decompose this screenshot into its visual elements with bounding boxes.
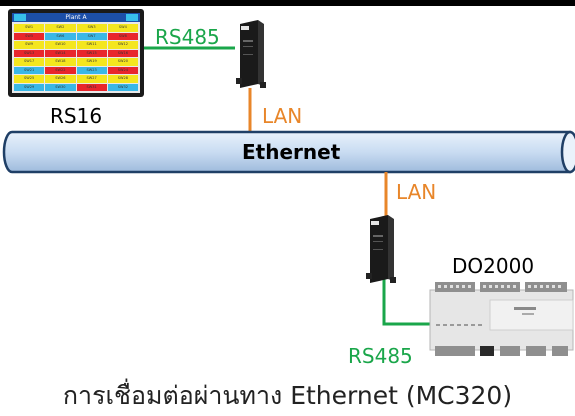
panel-switch-cell: SW22 (45, 66, 76, 74)
do2000-module (429, 282, 574, 356)
panel-switch-cell: SW20 (107, 58, 138, 66)
panel-switch-cell: SW2 (45, 24, 76, 32)
serial-converter-top (236, 20, 266, 88)
rs485-link-bottom (382, 278, 432, 326)
rs16-label: RS16 (50, 104, 103, 128)
lan-label-bottom: LAN (396, 180, 437, 204)
panel-switch-cell: SW30 (45, 83, 76, 91)
panel-switch-cell: SW25 (14, 75, 45, 83)
panel-switch-cell: SW16 (107, 49, 138, 57)
panel-switch-cell: SW12 (107, 41, 138, 49)
panel-switch-cell: SW15 (76, 49, 107, 57)
panel-switch-cell: SW7 (76, 32, 107, 40)
rs485-label-bottom: RS485 (348, 344, 413, 368)
panel-switch-cell: SW1 (14, 24, 45, 32)
panel-switch-cell: SW8 (107, 32, 138, 40)
panel-switch-cell: SW28 (107, 75, 138, 83)
panel-screen-header: Plant A (12, 13, 140, 22)
panel-switch-cell: SW13 (14, 49, 45, 57)
panel-switch-cell: SW10 (45, 41, 76, 49)
panel-switch-cell: SW26 (45, 75, 76, 83)
panel-switch-cell: SW4 (107, 24, 138, 32)
top-border (0, 0, 575, 6)
panel-switch-cell: SW14 (45, 49, 76, 57)
panel-switch-cell: SW9 (14, 41, 45, 49)
panel-switch-cell: SW32 (107, 83, 138, 91)
panel-switch-cell: SW6 (45, 32, 76, 40)
panel-switch-cell: SW23 (76, 66, 107, 74)
panel-switch-cell: SW17 (14, 58, 45, 66)
panel-switch-cell: SW5 (14, 32, 45, 40)
rs485-label-top: RS485 (155, 25, 220, 49)
ethernet-bus-label: Ethernet (242, 140, 341, 164)
panel-screen-button-right (126, 14, 138, 21)
panel-switch-cell: SW18 (45, 58, 76, 66)
lan-label-top: LAN (262, 104, 303, 128)
do2000-label: DO2000 (452, 254, 535, 278)
panel-switch-cell: SW11 (76, 41, 107, 49)
panel-switch-cell: SW19 (76, 58, 107, 66)
panel-switch-cell: SW3 (76, 24, 107, 32)
panel-switch-cell: SW31 (76, 83, 107, 91)
serial-converter-bottom (366, 215, 396, 283)
ethernet-bus (2, 130, 575, 174)
panel-screen-button-left (14, 14, 26, 21)
panel-screen-title: Plant A (65, 14, 87, 21)
diagram-caption: การเชื่อมต่อผ่านทาง Ethernet (MC320) (62, 381, 513, 410)
panel-switch-cell: SW21 (14, 66, 45, 74)
panel-switch-cell: SW24 (107, 66, 138, 74)
panel-switch-cell: SW27 (76, 75, 107, 83)
panel-switch-cell: SW29 (14, 83, 45, 91)
